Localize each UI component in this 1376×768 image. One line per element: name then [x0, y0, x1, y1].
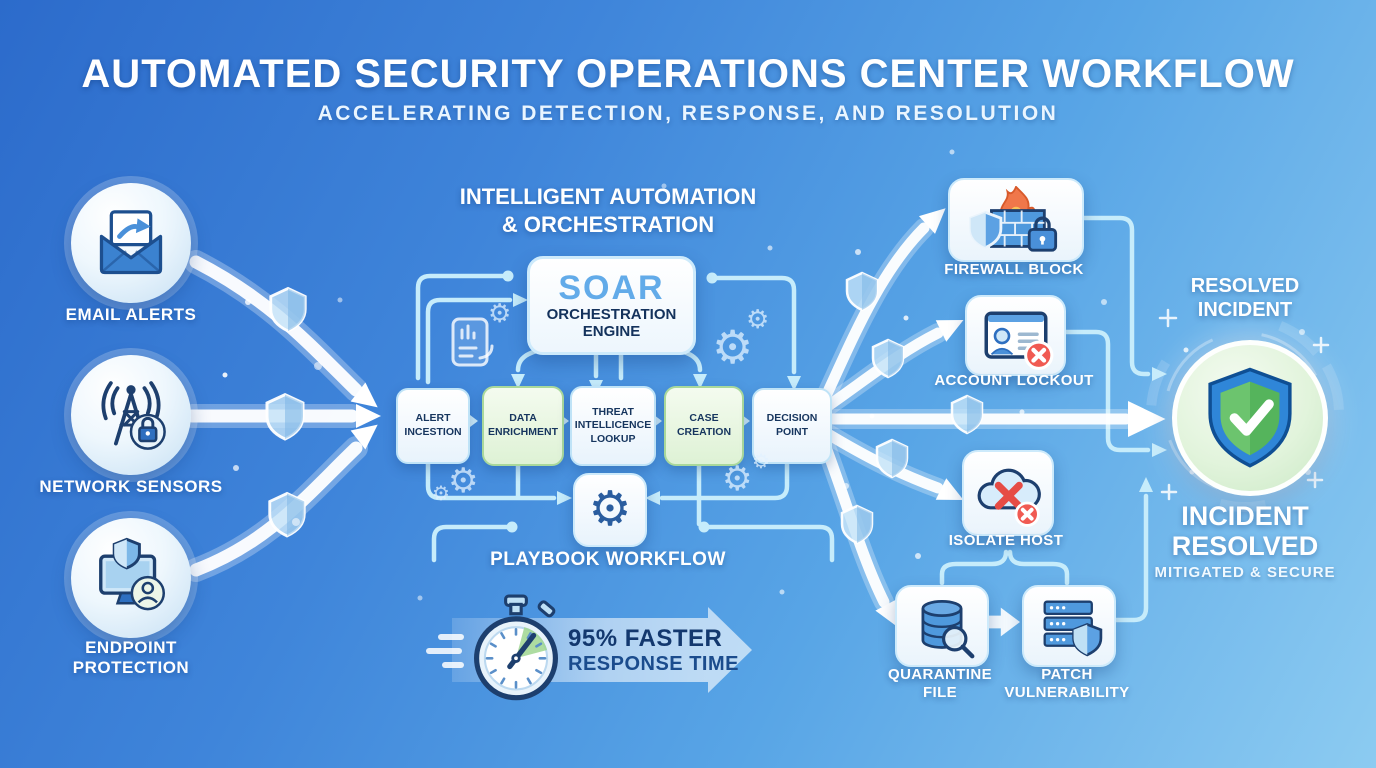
resolution-title: INCIDENT RESOLVED [1171, 501, 1319, 561]
document-icon [451, 317, 494, 367]
firewall-flame-lock-icon [969, 186, 1058, 252]
soar-engine-box: SOAR ORCHESTRATION ENGINE [527, 256, 696, 355]
speed-dash [442, 662, 464, 668]
resolved-shield-circle [1172, 340, 1328, 496]
email-envelope-arrow-icon [99, 210, 163, 275]
soar-subtitle: ORCHESTRATION ENGINE [546, 306, 677, 340]
green-shield-check-icon [1208, 367, 1292, 468]
page-subtitle: ACCELERATING DETECTION, RESPONSE, AND RE… [317, 102, 1059, 125]
action-box-patch-vulnerability [1022, 585, 1116, 667]
id-card-x-icon [984, 311, 1053, 370]
action-box-quarantine-file [895, 585, 989, 667]
action-label-quarantine-file: QUARANTINE FILE [888, 666, 992, 701]
gear-icon: ⚙ [432, 483, 450, 505]
sparkle-crosses [1158, 308, 1330, 501]
playbook-gear-box: ⚙ [573, 473, 647, 547]
gear-icon: ⚙ [746, 304, 770, 334]
gear-icon: ⚙ [752, 451, 770, 473]
gear-icon: ⚙ [712, 321, 754, 373]
speed-stat-line2: RESPONSE TIME [568, 653, 739, 675]
monitor-shield-user-icon [99, 537, 166, 611]
step-alert-ingestion: ALERT INCESTION [396, 388, 470, 464]
database-magnifier-icon [921, 599, 975, 659]
gear-icon: ⚙ [448, 462, 479, 500]
playbook-label: PLAYBOOK WORKFLOW [490, 549, 726, 570]
step-decision-point: DECISION POINT [752, 388, 832, 464]
page-title: AUTOMATED SECURITY OPERATIONS CENTER WOR… [81, 52, 1295, 96]
speed-stat-line1: 95% FASTER [568, 625, 723, 652]
quarantine-to-patch-arrow [988, 607, 1020, 637]
connector-endpoints [421, 270, 1167, 533]
resolution-subtitle: MITIGATED & SECURE [1154, 564, 1336, 581]
gear-icon: ⚙ [488, 298, 512, 328]
automation-heading: INTELLIGENT AUTOMATION & ORCHESTRATION [459, 184, 757, 237]
input-label-endpoint-protection: ENDPOINT PROTECTION [72, 638, 190, 678]
stopwatch-icon [474, 594, 558, 701]
action-label-patch-vulnerability: PATCH VULNERABILITY [1004, 666, 1130, 701]
action-box-firewall-block [948, 178, 1084, 262]
input-node-network-sensors [71, 355, 191, 475]
resolution-heading: RESOLVED INCIDENT [1190, 275, 1300, 321]
input-node-endpoint-protection [71, 518, 191, 638]
action-box-account-lockout [965, 295, 1066, 376]
action-label-firewall-block: FIREWALL BLOCK [944, 261, 1084, 278]
step-data-enrichment: DATA ENRICHMENT [482, 386, 564, 466]
cloud-x-icon [977, 468, 1041, 527]
speed-dash [426, 648, 462, 654]
action-label-isolate-host: ISOLATE HOST [948, 532, 1064, 549]
orchestration-connectors [415, 215, 1151, 623]
input-label-network-sensors: NETWORK SENSORS [39, 477, 223, 496]
input-node-email-alerts [71, 183, 191, 303]
step-threat-intelligence-lookup: THREAT INTELLICENCE LOOKUP [570, 386, 656, 466]
gear-icon: ⚙ [588, 483, 632, 536]
server-shield-icon [1043, 600, 1103, 657]
resolved-glow-ring-outer [1146, 314, 1344, 512]
input-label-email-alerts: EMAIL ALERTS [65, 305, 197, 324]
antenna-lock-icon [101, 381, 166, 450]
action-label-account-lockout: ACCOUNT LOCKOUT [934, 372, 1094, 389]
soar-title: SOAR [558, 269, 665, 307]
speed-dash [438, 634, 464, 640]
action-box-isolate-host [962, 450, 1054, 536]
step-case-creation: CASE CREATION [664, 386, 744, 466]
gear-icon: ⚙ [722, 460, 753, 498]
